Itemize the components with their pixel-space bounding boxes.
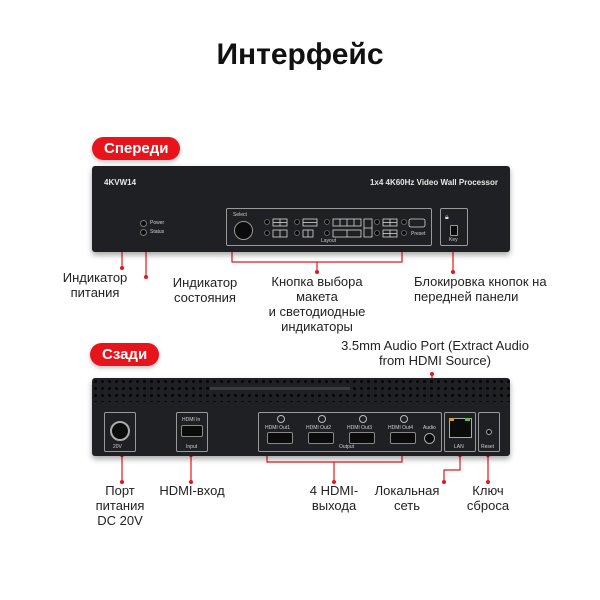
page-title: Интерфейс: [216, 38, 384, 71]
out1-label: HDMI Out1: [265, 425, 291, 431]
callout-dc-port: Порт питания DC 20V: [95, 483, 145, 528]
callout-key-lock: Блокировка кнопок на передней панели: [414, 274, 547, 304]
audio-jack[interactable]: [424, 433, 435, 444]
out2-label: HDMI Out2: [306, 425, 332, 431]
preset-label: Preset: [411, 231, 426, 237]
dc-label: 20V: [113, 444, 122, 450]
key-lock-switch[interactable]: [450, 225, 458, 236]
callout-power-indicator: Индикатор питания: [62, 270, 128, 300]
front-panel: 4KVW14 1x4 4K60Hz Video Wall Processor P…: [92, 166, 510, 252]
out4-label: HDMI Out4: [388, 425, 414, 431]
lan-label: LAN: [454, 444, 464, 450]
audio-label: Audio: [423, 425, 436, 431]
hdmi-in-label: HDMI In: [182, 417, 201, 423]
front-badge: Спереди: [92, 137, 181, 160]
line-lan: [443, 455, 461, 482]
reset-label: Reset: [481, 444, 495, 450]
select-label: Select: [233, 212, 247, 218]
product-name: 1x4 4K60Hz Video Wall Processor: [369, 178, 498, 187]
input-label: Input: [186, 444, 198, 450]
hdmi-in-panel: HDMI In Input: [176, 412, 208, 452]
hdmi-out1-port[interactable]: [267, 432, 293, 444]
lan-led-left: [449, 418, 454, 421]
dc-port[interactable]: [110, 421, 130, 441]
callout-lan: Локальная сеть: [374, 483, 440, 513]
lan-led-right: [465, 418, 470, 421]
vent-grille: [92, 378, 510, 402]
out3-label: HDMI Out3: [347, 425, 373, 431]
callout-hdmi-in: HDMI-вход: [159, 483, 225, 498]
hdmi-in-port[interactable]: [181, 425, 203, 437]
reset-panel: Reset: [478, 412, 500, 452]
hdmi-out2-port[interactable]: [308, 432, 334, 444]
out2-indicator: [318, 415, 326, 423]
status-led: [140, 229, 147, 236]
key-label: Key: [449, 237, 458, 243]
out1-indicator: [277, 415, 285, 423]
model-name: 4KVW14: [104, 178, 137, 187]
dc-port-panel: 20V: [104, 412, 136, 452]
power-led: [140, 220, 147, 227]
rear-badge: Сзади: [90, 343, 160, 366]
callout-audio-port: 3.5mm Audio Port (Extract Audio from HDM…: [341, 338, 529, 368]
lan-panel: LAN: [444, 412, 476, 452]
power-led-label: Power: [150, 220, 165, 226]
lock-icon: 🔒︎: [445, 214, 449, 221]
layout-label: Layout: [321, 238, 337, 244]
layout-indicators: [263, 218, 428, 240]
select-button[interactable]: [234, 221, 253, 240]
reset-button[interactable]: [486, 429, 492, 435]
lan-port[interactable]: [449, 418, 472, 438]
callout-layout-button: Кнопка выбора макета и светодиодные инди…: [268, 274, 366, 334]
status-led-label: Status: [150, 229, 165, 235]
hdmi-out3-port[interactable]: [349, 432, 375, 444]
callout-hdmi-out: 4 HDMI- выхода: [309, 483, 359, 513]
callout-reset: Ключ сброса: [466, 483, 510, 513]
layout-panel: Select: [226, 208, 432, 246]
key-lock-panel: 🔒︎ Key: [440, 208, 468, 246]
rear-slot: [210, 387, 350, 390]
rear-panel: 20V HDMI In Input HDMI Out1 HDMI Out2 HD…: [92, 378, 510, 456]
out4-indicator: [400, 415, 408, 423]
output-label: Output: [339, 444, 355, 450]
hdmi-out4-port[interactable]: [390, 432, 416, 444]
out3-indicator: [359, 415, 367, 423]
output-panel: HDMI Out1 HDMI Out2 HDMI Out3 HDMI Out4 …: [258, 412, 442, 452]
callout-status-indicator: Индикатор состояния: [172, 275, 238, 305]
